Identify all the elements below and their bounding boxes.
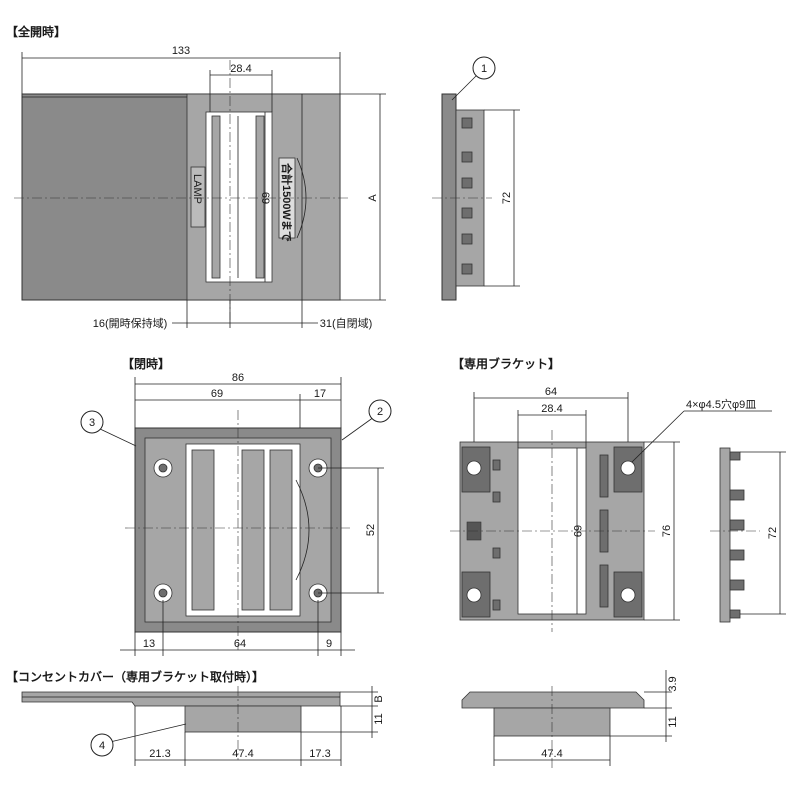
dim-self-close-area: 31(自閉域) bbox=[320, 317, 373, 330]
bracket-front-view: 64 28.4 69 76 4×φ4.5穴φ9皿 bbox=[450, 386, 772, 632]
screw-hole-tl bbox=[153, 458, 173, 478]
lamp-label-plate bbox=[190, 166, 206, 228]
outlet-dim-21-3: 21.3 bbox=[149, 748, 170, 760]
bracket-hole-note: 4×φ4.5穴φ9皿 bbox=[686, 397, 756, 411]
callout-2 bbox=[368, 399, 392, 423]
dim-width-133: 133 bbox=[172, 45, 190, 57]
callout-1 bbox=[472, 56, 496, 80]
lamp-label: LAMP bbox=[191, 174, 203, 204]
full-open-side-view: 72 1 bbox=[432, 56, 520, 301]
bracket-hole-tl bbox=[461, 446, 491, 493]
outlet-dim-11: 11 bbox=[373, 713, 385, 724]
rating-label: 合計1500Wまで bbox=[280, 163, 294, 242]
right-dim-47-4: 47.4 bbox=[541, 748, 562, 760]
dim-opening-28-4: 28.4 bbox=[230, 63, 251, 75]
outlet-cover-body bbox=[184, 705, 302, 733]
callout-3 bbox=[80, 410, 104, 434]
screw-hole-bl bbox=[153, 583, 173, 603]
right-dim-3-9: 3.9 bbox=[667, 676, 679, 691]
callout-1-label: 1 bbox=[481, 63, 487, 75]
bracket-hole-br bbox=[613, 571, 643, 618]
side-cover bbox=[441, 93, 457, 301]
dim-bottom-13: 13 bbox=[143, 638, 155, 650]
title-bracket: 【専用ブラケット】 bbox=[452, 356, 560, 371]
bracket-dim-28-4: 28.4 bbox=[541, 403, 562, 415]
title-closed: 【閉時】 bbox=[122, 356, 170, 371]
outlet-cover-side-left: B 11 21.3 47.4 17.3 4 bbox=[21, 686, 385, 766]
callout-4 bbox=[90, 733, 114, 757]
bracket-dim-76: 76 bbox=[661, 525, 673, 537]
bracket-side-plate bbox=[719, 447, 731, 623]
dim-side-72: 72 bbox=[501, 192, 513, 204]
outlet-dim-47-4: 47.4 bbox=[232, 748, 253, 760]
title-full-open: 【全開時】 bbox=[6, 24, 66, 39]
dim-bottom-9: 9 bbox=[326, 638, 332, 650]
outlet-cover-side-right: 3.9 11 47.4 bbox=[461, 670, 679, 770]
bracket-hole-bl bbox=[461, 571, 491, 618]
callout-4-label: 4 bbox=[99, 740, 105, 752]
dim-right-17: 17 bbox=[314, 388, 326, 400]
outlet-dim-17-3: 17.3 bbox=[309, 748, 330, 760]
title-outlet-cover: 【コンセントカバー（専用ブラケット取付時）】 bbox=[6, 669, 264, 684]
callout-2-label: 2 bbox=[377, 406, 383, 418]
outlet-cover-plate bbox=[21, 691, 341, 707]
outlet-dim-b: B bbox=[373, 695, 385, 702]
bracket-side-view: 72 bbox=[710, 447, 786, 623]
dim-total-86: 86 bbox=[232, 372, 244, 384]
callout-3-label: 3 bbox=[89, 417, 95, 429]
dim-height-a: A bbox=[367, 194, 379, 202]
bracket-side-dim-72: 72 bbox=[767, 527, 779, 539]
bracket-hole-tr bbox=[613, 446, 643, 493]
dim-left-69: 69 bbox=[211, 388, 223, 400]
bracket-dim-69: 69 bbox=[571, 525, 583, 537]
closed-front-view: 86 69 17 52 13 64 9 3 2 bbox=[80, 372, 392, 656]
dim-vertical-52: 52 bbox=[365, 524, 377, 536]
bracket-dim-64: 64 bbox=[545, 386, 557, 398]
dim-hold-area: 16(開時保持域) bbox=[93, 316, 168, 330]
right-dim-11: 11 bbox=[667, 716, 679, 727]
right-cover-plate bbox=[461, 691, 645, 709]
dim-bottom-64: 64 bbox=[234, 638, 246, 650]
full-open-front-view: LAMP 合計1500Wまで 133 28.4 69 A 16(開時保持域) 3… bbox=[14, 45, 386, 330]
dim-inner-69: 69 bbox=[259, 192, 271, 204]
